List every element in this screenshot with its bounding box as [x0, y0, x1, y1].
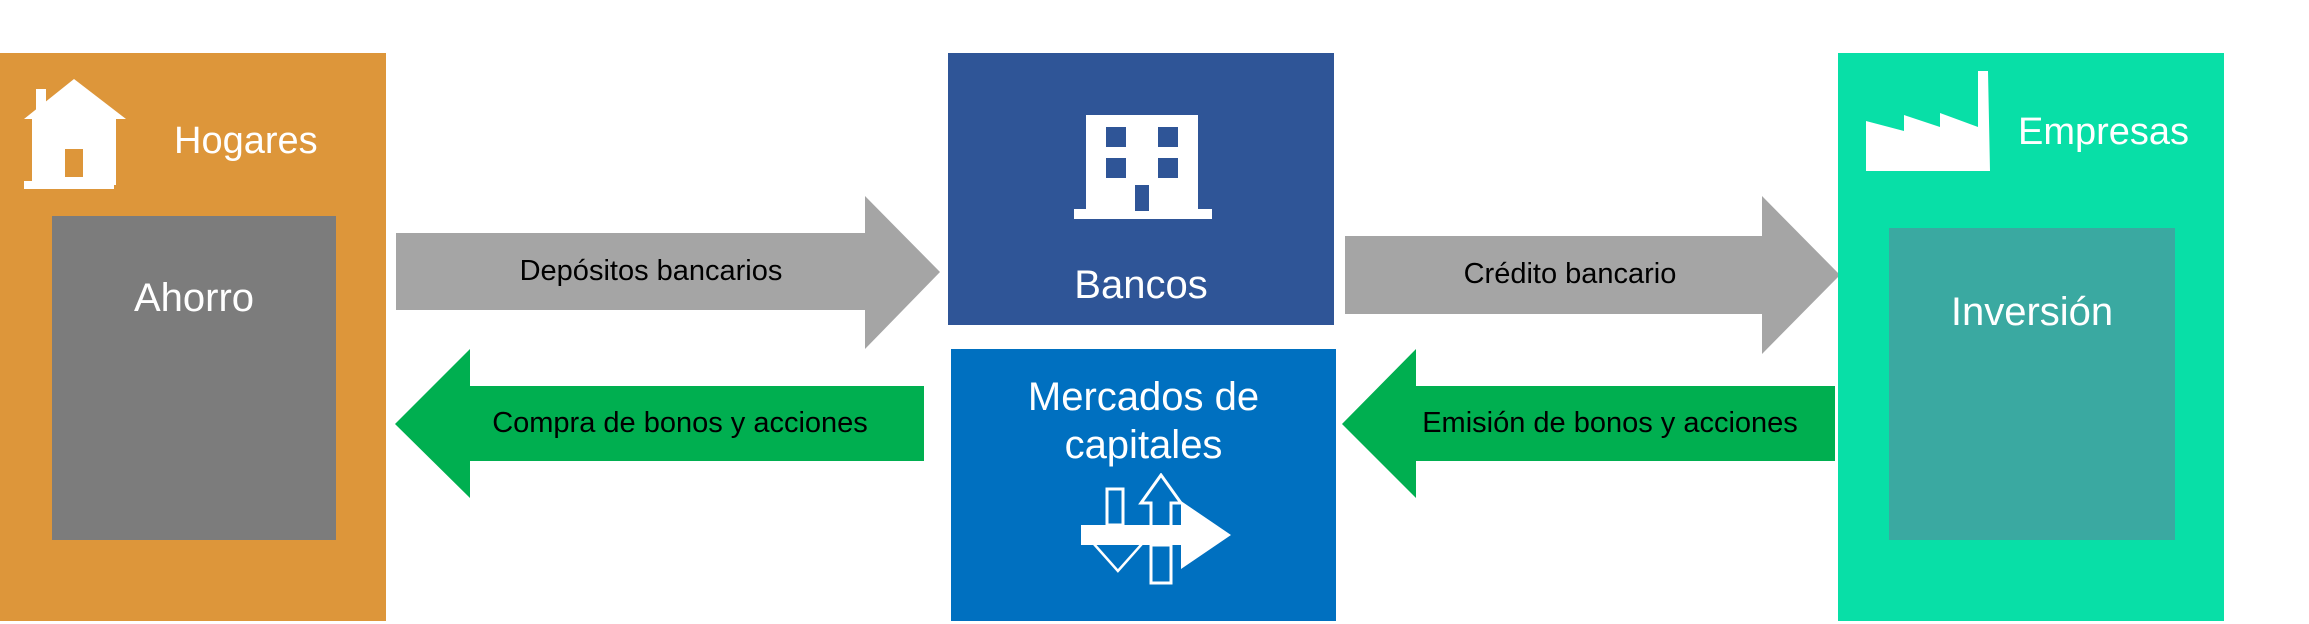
empresas-title: Empresas — [2018, 111, 2190, 153]
arrow-compra-bonos-acciones — [395, 349, 924, 498]
label-compra-bonos-acciones: Compra de bonos y acciones — [492, 407, 868, 439]
empresas-node: Empresas Inversión — [1838, 53, 2224, 621]
inversion-box: Inversión — [1889, 228, 2175, 540]
bancos-title: Bancos — [1074, 263, 1208, 307]
arrow-depositos-bancarios — [396, 196, 940, 349]
building-icon — [1074, 115, 1212, 219]
arrow-credito-bancario — [1345, 196, 1840, 354]
bancos-node: Bancos — [948, 53, 1334, 325]
label-emision-bonos-acciones: Emisión de bonos y acciones — [1422, 407, 1798, 439]
arrow-emision-bonos-acciones — [1342, 349, 1835, 498]
mercados-node: Mercados de capitales — [951, 349, 1336, 621]
inversion-label: Inversión — [1950, 290, 2114, 334]
mercados-title-line2: capitales — [1064, 423, 1223, 467]
house-icon — [24, 79, 126, 189]
label-credito-bancario: Crédito bancario — [1463, 258, 1677, 290]
exchange-arrows-icon — [1081, 473, 1231, 585]
ahorro-label: Ahorro — [133, 276, 255, 320]
mercados-title-line1: Mercados de — [1027, 375, 1260, 419]
hogares-title: Hogares — [174, 120, 318, 162]
ahorro-box: Ahorro — [52, 216, 336, 540]
hogares-node: Hogares Ahorro — [0, 53, 386, 621]
label-depositos-bancarios: Depósitos bancarios — [519, 255, 783, 287]
factory-icon — [1866, 71, 1990, 171]
